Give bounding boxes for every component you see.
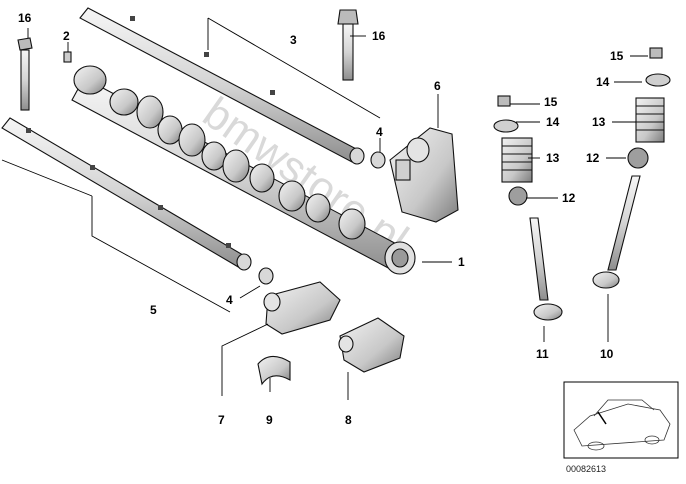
rocker-shaft-lower <box>1 117 252 271</box>
spring-retainer-right <box>645 73 671 87</box>
valve-exhaust <box>592 175 641 289</box>
callout-13-left: 13 <box>546 151 560 165</box>
valve-keeper-left <box>497 95 511 107</box>
valve-spring-left <box>501 137 533 183</box>
callout-6: 6 <box>434 79 441 93</box>
callout-15-left: 15 <box>544 95 558 109</box>
dowel-pin <box>63 51 72 63</box>
callout-9: 9 <box>266 413 273 427</box>
callout-12-right: 12 <box>586 151 600 165</box>
rocker-arm-right <box>338 317 405 373</box>
valve-stem-seal-right <box>627 147 649 169</box>
callout-16-right: 16 <box>372 29 386 43</box>
bolt-left <box>17 37 33 111</box>
spring-retainer-left <box>493 119 519 133</box>
leader-lines <box>1 17 648 400</box>
valve-keeper-right <box>649 47 663 59</box>
callout-3: 3 <box>290 33 297 47</box>
bushing-upper <box>370 151 386 169</box>
half-shell <box>257 355 291 386</box>
callout-10: 10 <box>600 347 614 361</box>
rocker-arm-left <box>263 281 341 335</box>
rocker-shaft-upper <box>79 7 365 165</box>
callout-4-upper: 4 <box>376 125 383 139</box>
callout-15-right: 15 <box>610 49 624 63</box>
car-thumbnail <box>563 381 679 459</box>
callout-8: 8 <box>345 413 352 427</box>
rocker-arm-upper <box>389 127 459 223</box>
callout-11: 11 <box>536 347 549 361</box>
callout-labels: 1 2 3 4 4 5 6 7 8 9 10 11 12 12 13 13 14… <box>18 11 624 427</box>
callout-1: 1 <box>458 255 465 269</box>
valve-stem-seal-left <box>508 186 528 206</box>
callout-12-left: 12 <box>562 191 576 205</box>
camshaft <box>71 65 416 275</box>
callout-2: 2 <box>63 29 70 43</box>
callout-4-lower: 4 <box>226 293 233 307</box>
valve-spring-right <box>635 97 665 143</box>
diagram-code: 00082613 <box>566 464 606 474</box>
callout-14-left: 14 <box>546 115 560 129</box>
callout-13-right: 13 <box>592 115 606 129</box>
callout-14-right: 14 <box>596 75 610 89</box>
valve-intake <box>529 217 563 321</box>
bushing-lower <box>258 267 274 285</box>
callout-16-left: 16 <box>18 11 32 25</box>
bolt-right <box>337 9 359 81</box>
callout-5: 5 <box>150 303 157 317</box>
callout-7: 7 <box>218 413 225 427</box>
